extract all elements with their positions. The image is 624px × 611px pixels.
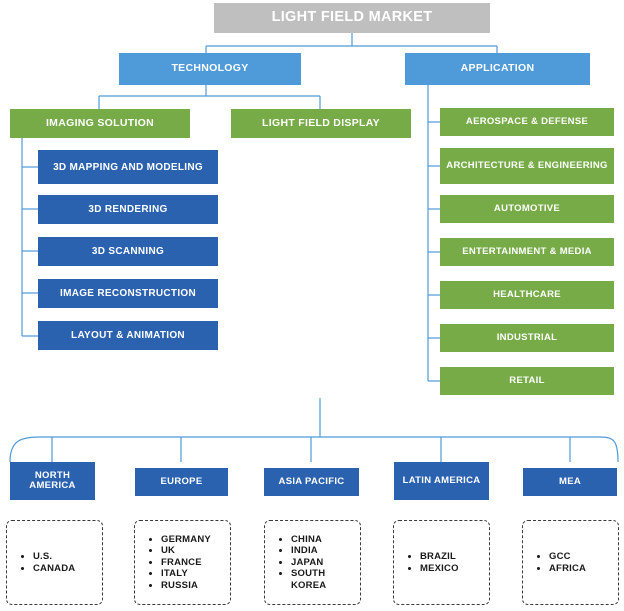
country-list-latin-america: BRAZIL MEXICO xyxy=(404,551,459,574)
region-label-north-america: NORTH AMERICA xyxy=(29,469,76,491)
region-node-mea[interactable]: MEA xyxy=(523,468,617,496)
branch-node-light-field-display[interactable]: LIGHT FIELD DISPLAY xyxy=(231,109,411,138)
region-node-north-america[interactable]: NORTH AMERICA xyxy=(10,462,95,500)
leaf-label-architecture-engineering: ARCHITECTURE & ENGINEERING xyxy=(446,159,608,171)
root-node-light-field-market[interactable]: LIGHT FIELD MARKET xyxy=(214,3,490,33)
country-list-mea: GCC AFRICA xyxy=(533,551,586,574)
leaf-node-automotive[interactable]: AUTOMOTIVE xyxy=(440,195,614,223)
leaf-label-3d-mapping-and-modeling: 3D MAPPING AND MODELING xyxy=(53,161,203,173)
leaf-node-entertainment-media[interactable]: ENTERTAINMENT & MEDIA xyxy=(440,238,614,266)
leaf-node-aerospace-defense[interactable]: AEROSPACE & DEFENSE xyxy=(440,108,614,136)
leaf-label-healthcare: HEALTHCARE xyxy=(493,288,561,300)
leaf-label-3d-rendering: 3D RENDERING xyxy=(88,204,168,215)
country-item: U.S. xyxy=(33,551,75,563)
region-country-box-europe: GERMANY UK FRANCE ITALY RUSSIA xyxy=(134,520,231,605)
category-node-technology[interactable]: TECHNOLOGY xyxy=(119,53,301,85)
leaf-label-aerospace-defense: AEROSPACE & DEFENSE xyxy=(465,115,589,127)
region-label-asia-pacific: ASIA PACIFIC xyxy=(278,475,345,487)
leaf-label-3d-scanning: 3D SCANNING xyxy=(91,246,165,257)
country-item: CHINA xyxy=(291,534,356,546)
category-label-application: APPLICATION xyxy=(460,62,535,75)
leaf-label-retail: RETAIL xyxy=(509,374,545,386)
category-node-application[interactable]: APPLICATION xyxy=(405,53,590,85)
region-node-latin-america[interactable]: LATIN AMERICA xyxy=(394,462,489,500)
leaf-node-healthcare[interactable]: HEALTHCARE xyxy=(440,281,614,309)
country-item: GCC xyxy=(549,551,586,563)
country-item: CANADA xyxy=(33,563,75,575)
leaf-node-layout-and-animation[interactable]: LAYOUT & ANIMATION xyxy=(38,321,218,350)
country-item: RUSSIA xyxy=(161,580,211,592)
country-item: AFRICA xyxy=(549,563,586,575)
country-item: INDIA xyxy=(291,545,356,557)
country-item: SOUTH KOREA xyxy=(291,568,356,591)
branch-label-light-field-display: LIGHT FIELD DISPLAY xyxy=(262,116,380,129)
root-node-label: LIGHT FIELD MARKET xyxy=(271,9,433,26)
country-list-asia-pacific: CHINA INDIA JAPAN SOUTH KOREA xyxy=(275,534,356,592)
region-label-latin-america: LATIN AMERICA xyxy=(402,474,481,486)
country-list-europe: GERMANY UK FRANCE ITALY RUSSIA xyxy=(145,534,211,592)
leaf-node-image-reconstruction[interactable]: IMAGE RECONSTRUCTION xyxy=(38,279,218,308)
country-item: UK xyxy=(161,545,211,557)
leaf-label-entertainment-media: ENTERTAINMENT & MEDIA xyxy=(462,245,592,257)
leaf-node-3d-mapping-and-modeling[interactable]: 3D MAPPING AND MODELING xyxy=(38,150,218,184)
leaf-label-industrial: INDUSTRIAL xyxy=(496,331,558,343)
country-list-north-america: U.S. CANADA xyxy=(17,551,75,574)
leaf-node-3d-rendering[interactable]: 3D RENDERING xyxy=(38,195,218,224)
branch-label-imaging-solution: IMAGING SOLUTION xyxy=(45,116,155,129)
region-country-box-latin-america: BRAZIL MEXICO xyxy=(393,520,490,605)
leaf-label-layout-and-animation: LAYOUT & ANIMATION xyxy=(71,330,185,341)
country-item: GERMANY xyxy=(161,534,211,546)
region-country-box-asia-pacific: CHINA INDIA JAPAN SOUTH KOREA xyxy=(264,520,361,605)
category-label-technology: TECHNOLOGY xyxy=(171,62,249,75)
region-country-box-mea: GCC AFRICA xyxy=(522,520,619,605)
region-label-mea: MEA xyxy=(558,475,581,487)
leaf-node-architecture-engineering[interactable]: ARCHITECTURE & ENGINEERING xyxy=(440,148,614,184)
country-item: BRAZIL xyxy=(420,551,459,563)
leaf-label-image-reconstruction: IMAGE RECONSTRUCTION xyxy=(60,288,196,299)
country-item: ITALY xyxy=(161,568,211,580)
leaf-node-3d-scanning[interactable]: 3D SCANNING xyxy=(38,237,218,266)
branch-node-imaging-solution[interactable]: IMAGING SOLUTION xyxy=(10,109,190,138)
region-country-box-north-america: U.S. CANADA xyxy=(6,520,103,605)
region-node-asia-pacific[interactable]: ASIA PACIFIC xyxy=(264,468,359,496)
country-item: MEXICO xyxy=(420,563,459,575)
region-label-europe: EUROPE xyxy=(160,475,203,487)
region-node-europe[interactable]: EUROPE xyxy=(135,468,228,496)
country-item: FRANCE xyxy=(161,557,211,569)
leaf-node-industrial[interactable]: INDUSTRIAL xyxy=(440,324,614,352)
leaf-label-automotive: AUTOMOTIVE xyxy=(493,202,561,214)
country-item: JAPAN xyxy=(291,557,356,569)
leaf-node-retail[interactable]: RETAIL xyxy=(440,367,614,395)
